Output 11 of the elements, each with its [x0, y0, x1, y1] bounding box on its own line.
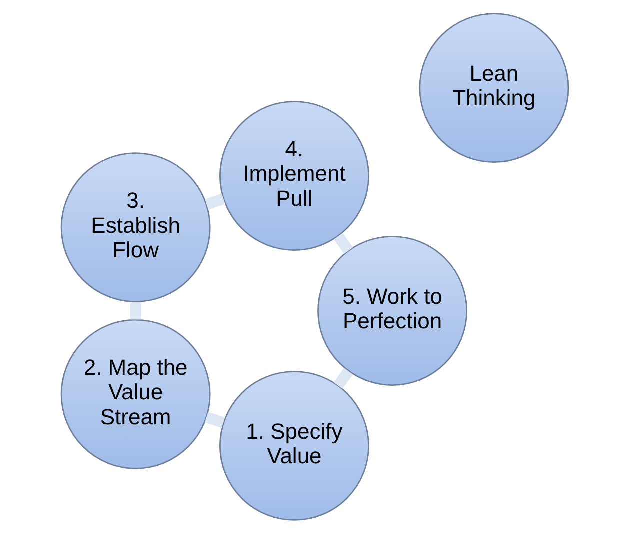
- node-circle: Lean Thinking: [418, 13, 569, 164]
- connector: [333, 233, 353, 254]
- connector: [130, 302, 141, 320]
- node-circle: 5. Work to Perfection: [317, 236, 468, 386]
- node-circle: 2. Map the Value Stream: [60, 319, 210, 470]
- connector: [204, 194, 225, 210]
- connector: [204, 412, 225, 428]
- node-circle: 1. Specify Value: [218, 370, 369, 521]
- node-circle: 4. Implement Pull: [218, 101, 369, 251]
- node-circle: 3. Establish Flow: [60, 152, 210, 303]
- connector: [333, 368, 353, 389]
